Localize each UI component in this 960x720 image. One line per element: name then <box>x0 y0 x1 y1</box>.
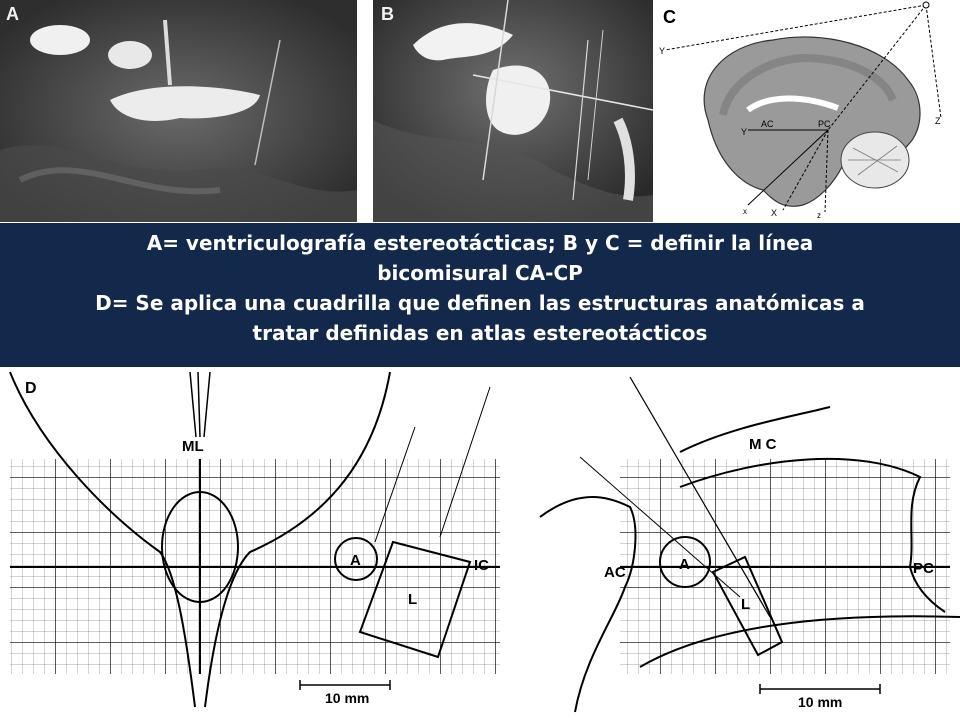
axis-label-y-top: Y <box>659 46 665 56</box>
panel-d-image: ML A L IC 10 mm M C AC A L PC 10 mm <box>9 371 960 713</box>
label-left-l: L <box>408 591 417 608</box>
caption-line-3: D= Se aplica una cuadrilla que definen l… <box>95 291 865 315</box>
panel-a-letter: A <box>6 4 19 24</box>
panel-c-letter: C <box>663 7 676 27</box>
panel-b-letter: B <box>381 4 394 24</box>
label-mc: M C <box>749 436 777 453</box>
upper-contour <box>679 457 946 613</box>
axis-label-y-inner: Y <box>741 127 747 137</box>
caption-line-4: tratar definidas en atlas estereotáctico… <box>252 321 708 345</box>
ventricle-shape <box>30 25 90 55</box>
axis-label-z-right: Z <box>935 116 941 126</box>
lower-contour <box>639 615 960 668</box>
axis-lines <box>664 4 942 213</box>
panel-d-letter: D <box>25 380 37 397</box>
target-a-circle[interactable] <box>334 537 378 581</box>
structure-label-ac: AC <box>761 119 774 129</box>
left-contour <box>9 371 196 708</box>
ac-contour <box>539 496 637 713</box>
label-left-a: A <box>350 552 361 569</box>
midline-ellipse <box>161 491 239 603</box>
label-right-scale: 10 mm <box>798 694 842 710</box>
panel-c-brain-axes-diagram: Y Z O Y X x z x' AC PC C <box>653 0 960 222</box>
ventricle-shape <box>110 86 260 121</box>
target-a-circle-right[interactable] <box>659 536 711 588</box>
left-grid <box>10 459 500 674</box>
label-ml: ML <box>182 438 204 455</box>
mc-contour <box>679 406 831 453</box>
panel-b-image <box>373 0 653 222</box>
caption-line-1: A= ventriculografía estereotácticas; B y… <box>146 231 814 255</box>
axis-label-z-bottom: z <box>817 211 821 220</box>
label-ac: AC <box>604 564 626 581</box>
panel-a-image <box>0 0 357 222</box>
label-ic: IC <box>474 557 489 574</box>
ventricle-shape <box>486 65 551 135</box>
structure-label-pc: PC <box>818 119 831 129</box>
axis-label-x-bottom2: x <box>743 207 747 216</box>
label-pc: PC <box>913 560 934 577</box>
axis-label-x-bottom: X <box>771 208 777 218</box>
left-grid-structures <box>9 371 491 708</box>
label-right-l: L <box>741 596 750 613</box>
target-l-rect-right[interactable] <box>711 555 784 657</box>
right-grid <box>620 459 950 674</box>
panel-d-stereotactic-grids: ML A L IC 10 mm M C AC A L PC 10 mm D <box>0 367 960 720</box>
right-contour <box>204 371 391 708</box>
label-right-a: A <box>679 556 690 573</box>
ventricle-shape <box>413 23 513 61</box>
caption-line-2: bicomisural CA-CP <box>377 261 583 285</box>
cacp-line <box>472 74 653 111</box>
ventricle-shape <box>108 41 152 69</box>
origin-point <box>922 1 930 9</box>
panel-c-image: Y Z O Y X x z x' AC PC <box>659 1 942 220</box>
target-l-rect[interactable] <box>358 540 472 659</box>
panel-b-cacp-line-xray: B <box>373 0 653 222</box>
label-left-scale: 10 mm <box>325 690 369 706</box>
panel-a-ventriculography: A <box>0 0 357 222</box>
caption-band: A= ventriculografía estereotácticas; B y… <box>0 223 960 367</box>
right-grid-structures <box>539 376 960 713</box>
